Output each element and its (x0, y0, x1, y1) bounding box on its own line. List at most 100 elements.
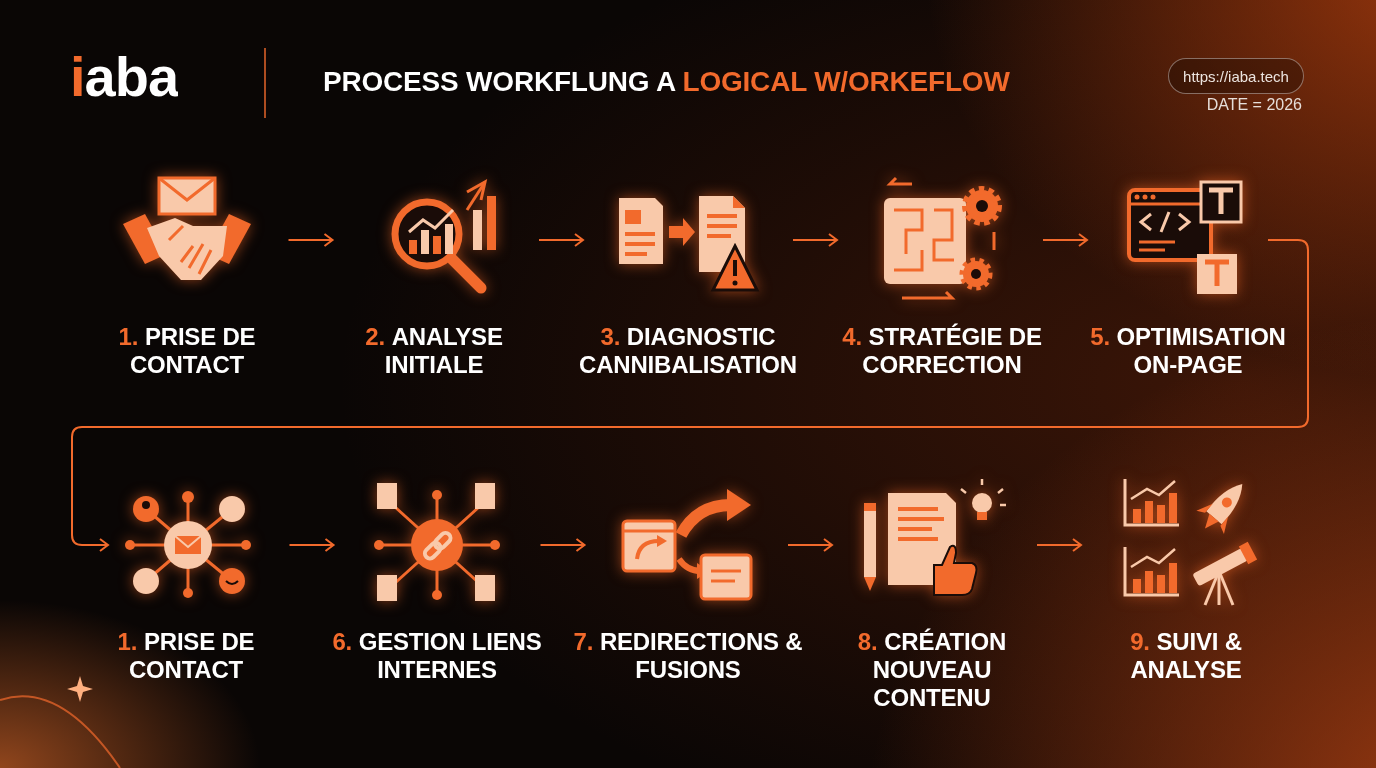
icon-part (963, 261, 989, 287)
icon-part (898, 507, 938, 511)
step-caption: 7.REDIRECTIONS & FUSIONS (567, 628, 809, 684)
icon-part (1161, 212, 1169, 232)
icon-part (669, 218, 695, 246)
icon-part (432, 590, 442, 600)
network-icon (125, 491, 251, 598)
step-number: 4. (842, 323, 862, 350)
icon-part (409, 210, 453, 232)
icon-part (433, 236, 441, 254)
step-caption: 2.ANALYSE INITIALE (344, 323, 524, 379)
icon-part (1169, 493, 1177, 523)
icon-part (1169, 563, 1177, 593)
flow-arrow (1037, 544, 1081, 546)
icon-part (175, 536, 201, 554)
onpage-icon (1129, 182, 1241, 294)
step-number: 1. (119, 323, 139, 350)
step-number: 3. (600, 323, 620, 350)
step-name: STRATÉGIE DE CORRECTION (862, 323, 1041, 378)
icon-part (707, 224, 737, 228)
step-name: GESTION LIENS INTERNES (359, 628, 542, 683)
icon-part (681, 505, 731, 535)
step-caption: 3.DIAGNOSTIC CANNIBALISATION (557, 323, 819, 379)
icon-part (1157, 505, 1165, 523)
icon-part (625, 242, 655, 246)
icon-part (898, 527, 932, 531)
redirect-icon (623, 489, 751, 599)
step-name: PRISE DE CONTACT (129, 628, 254, 683)
icon-part (1129, 203, 1211, 206)
icon-part (1157, 575, 1165, 593)
step-icons (123, 178, 1257, 605)
url-text: https://iaba.tech (1183, 68, 1289, 85)
icon-part (657, 535, 667, 547)
icon-part (374, 540, 384, 550)
process-step: 3.DIAGNOSTIC CANNIBALISATION (557, 175, 819, 379)
icon-part (727, 489, 751, 521)
icon-part (241, 540, 251, 550)
icon-part (1141, 214, 1151, 230)
icon-part (182, 491, 194, 503)
icon-part (219, 496, 245, 522)
step-number: 2. (365, 323, 385, 350)
flow-arrow (72, 240, 1308, 545)
icon-part (159, 178, 215, 214)
step-name: OPTIMISATION ON-PAGE (1117, 323, 1286, 378)
flow-arrow (793, 239, 837, 241)
icon-part (637, 541, 659, 559)
magnifier-icon (395, 182, 496, 288)
step-number: 5. (1090, 323, 1110, 350)
content-icon (864, 479, 1006, 595)
icon-part (864, 577, 876, 591)
icon-part (475, 483, 495, 509)
icon-part (130, 497, 246, 593)
icon-part (226, 581, 238, 584)
icon-part (125, 540, 135, 550)
strategy-icon (884, 178, 998, 298)
step-number: 6. (332, 628, 352, 655)
icon-part (902, 292, 952, 298)
icon-part (1129, 190, 1211, 260)
icon-part (1197, 254, 1237, 294)
icon-part (183, 588, 193, 598)
icon-part (0, 600, 260, 768)
icon-part (998, 489, 1003, 493)
icon-part (133, 496, 159, 522)
icon-part (1205, 571, 1219, 605)
icon-part (1131, 481, 1175, 499)
diagram-title: PROCESS WORKFLUNG A LOGICAL W/ORKEFLOW (323, 66, 1010, 98)
step-caption: 5. OPTIMISATION ON-PAGE (1072, 323, 1304, 379)
icon-part (142, 501, 150, 509)
date-label: DATE = 2026 (1207, 96, 1302, 114)
step-name: ANALYSE INITIALE (385, 323, 503, 378)
icon-part (1219, 571, 1233, 605)
icon-part (898, 537, 938, 541)
step-number: 1. (118, 628, 138, 655)
icon-part (1135, 195, 1140, 200)
icon-part (733, 196, 745, 208)
icon-part (1151, 195, 1156, 200)
icon-part (67, 676, 93, 702)
flow-arrow (1043, 239, 1087, 241)
icon-part (976, 200, 988, 212)
icon-part (1179, 214, 1189, 230)
icon-part (377, 483, 397, 509)
icon-part (619, 198, 663, 264)
icon-part (623, 530, 675, 533)
step-number: 7. (574, 628, 594, 655)
step-caption: 8.CRÉATION NOUVEAU CONTENU (843, 628, 1021, 712)
icon-part (993, 232, 996, 250)
icon-part (432, 490, 442, 500)
icon-part (864, 503, 876, 511)
icon-part (1218, 571, 1221, 605)
step-caption: 6. GESTION LIENS INTERNES (313, 628, 561, 684)
icon-part (159, 178, 215, 200)
icon-part (1218, 516, 1234, 533)
icon-part (894, 210, 954, 270)
icon-part (1239, 542, 1257, 564)
icon-part (890, 178, 912, 184)
icon-part (713, 246, 757, 290)
icon-part (884, 198, 966, 284)
process-step: 7.REDIRECTIONS & FUSIONS (567, 480, 809, 684)
icon-part (961, 489, 966, 493)
icon-part (898, 517, 944, 521)
